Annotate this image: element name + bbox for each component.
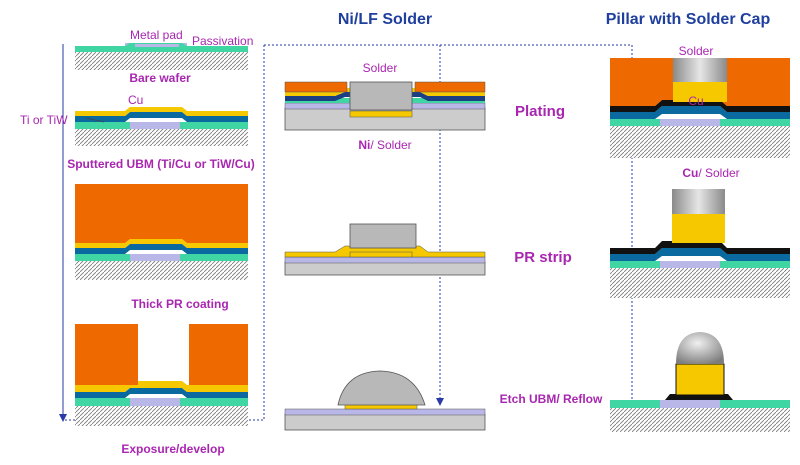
step-etch-reflow: Etch UBM/ Reflow: [500, 392, 603, 406]
photoresist-right: [414, 81, 486, 93]
panel-pr-strip-right: [610, 189, 790, 298]
header-ni-lf-solder: Ni/LF Solder: [338, 11, 432, 28]
ni-layer: [349, 110, 413, 118]
panel-pillar-plating: [610, 58, 790, 158]
panel-reflow-middle: [284, 370, 486, 431]
photoresist-left: [75, 324, 138, 385]
flow-arrow-left: [59, 44, 265, 422]
label-solder-right: Solder: [679, 44, 714, 58]
photoresist-right: [720, 58, 790, 106]
panel-sputtered-ubm: [75, 107, 248, 146]
panel-exposure: [75, 324, 248, 426]
label-ti-or-tiw: Ti or TiW: [20, 113, 68, 127]
label-sputtered-ubm: Sputtered UBM (Ti/Cu or TiW/Cu): [67, 157, 255, 171]
header-pillar-solder-cap: Pillar with Solder Cap: [606, 11, 771, 28]
solder-cap: [673, 58, 727, 82]
panel-pr-strip-middle: [284, 223, 486, 276]
cu-pillar: [673, 82, 727, 102]
label-thick-pr: Thick PR coating: [131, 297, 228, 311]
solder-cap: [672, 189, 725, 214]
label-cu-solder: Cu/ Solder: [682, 166, 739, 180]
panel-thick-pr: [75, 184, 248, 280]
label-bare-wafer: Bare wafer: [129, 71, 191, 85]
step-plating: Plating: [515, 103, 565, 120]
solder-dome: [676, 332, 724, 364]
solder-plated: [349, 81, 413, 111]
label-metal-pad: Metal pad: [130, 28, 183, 42]
solder-stripped: [349, 223, 417, 249]
step-pr-strip: PR strip: [514, 249, 572, 266]
ubm-layer: [75, 112, 248, 122]
photoresist: [75, 184, 248, 243]
solder-dome: [337, 370, 426, 406]
label-ni-solder: Ni/ Solder: [358, 138, 411, 152]
label-cu-left: Cu: [128, 93, 143, 107]
photoresist-left: [610, 58, 673, 106]
wafer: [75, 52, 248, 70]
label-solder-middle: Solder: [363, 61, 398, 75]
panel-ni-plating: [284, 81, 486, 131]
photoresist-left: [284, 81, 348, 93]
panel-bare-wafer: [75, 43, 248, 70]
cu-pillar: [672, 214, 725, 243]
label-cu-right: Cu: [688, 94, 703, 108]
panel-reflow-right: [610, 332, 790, 432]
cu-pillar: [675, 363, 725, 396]
cu-layer: [75, 107, 248, 116]
photoresist-right: [189, 324, 248, 385]
label-passivation: Passivation: [192, 34, 253, 48]
label-exposure: Exposure/develop: [121, 442, 224, 456]
